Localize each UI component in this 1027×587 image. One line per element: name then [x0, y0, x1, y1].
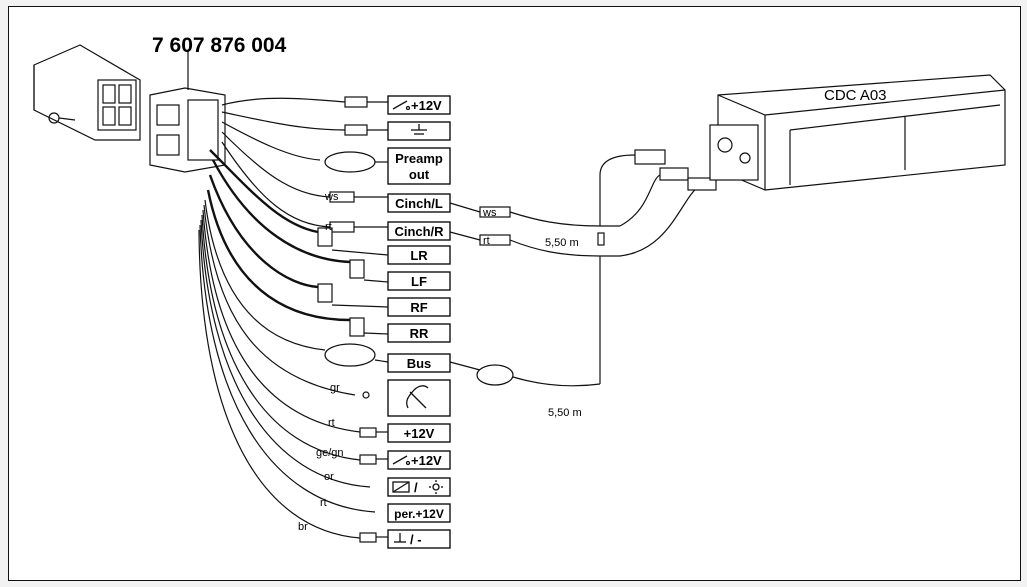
terminal-lf: LF — [411, 274, 427, 289]
ground-icon — [411, 124, 427, 135]
bus-cable — [204, 199, 601, 387]
part-number: 7 607 876 004 — [152, 34, 287, 57]
changer-label: CDC A03 — [824, 87, 887, 104]
wire-color-br: br — [298, 521, 308, 533]
wire-color-rt-changer: rt — [483, 235, 490, 247]
radio-unit — [33, 44, 141, 141]
wire-color-rt-2: rt — [328, 417, 335, 429]
upper-wires — [221, 96, 388, 233]
terminal-ground-minus: / - — [410, 532, 422, 547]
terminal-per-12v: per.+12V — [394, 507, 444, 521]
extension-cables — [449, 149, 717, 384]
terminal-12v: +12V — [404, 426, 435, 441]
wire-color-rt: rt — [325, 221, 332, 233]
cable-length-2: 5,50 m — [548, 407, 582, 419]
speaker-wires — [206, 149, 351, 322]
wire-color-ws: ws — [324, 191, 339, 203]
telephone-mute-icon — [406, 385, 429, 409]
terminal-dimmer-sep: / — [414, 480, 418, 495]
adapter-connector — [149, 50, 226, 173]
terminal-ign-12v: +12V — [411, 98, 442, 113]
terminal-bus: Bus — [407, 356, 432, 371]
wire-color-rt-3: rt — [320, 497, 327, 509]
ground-icon — [394, 533, 406, 543]
terminal-rf: RF — [410, 300, 427, 315]
wire-color-or: or — [324, 471, 334, 483]
terminal-cinch-r: Cinch/R — [394, 224, 444, 239]
dimmer-illumination-icon — [392, 480, 443, 494]
terminal-preamp-line1: Preamp — [395, 151, 443, 166]
lower-wires — [198, 204, 388, 543]
terminal-cinch-l: Cinch/L — [395, 196, 443, 211]
cd-changer — [709, 74, 1006, 191]
cable-length-1: 5,50 m — [545, 237, 579, 249]
terminal-ign-12v-2: +12V — [411, 453, 442, 468]
wire-color-ws-changer: ws — [482, 207, 497, 219]
terminal-lr: LR — [410, 248, 428, 263]
wire-color-ge-gn: ge/gn — [316, 447, 344, 459]
wire-color-gr: gr — [330, 382, 340, 394]
terminal-rr: RR — [410, 326, 429, 341]
terminal-preamp-line2: out — [409, 167, 430, 182]
ignition-switch-icon — [392, 455, 411, 466]
ignition-switch-icon — [392, 100, 411, 111]
